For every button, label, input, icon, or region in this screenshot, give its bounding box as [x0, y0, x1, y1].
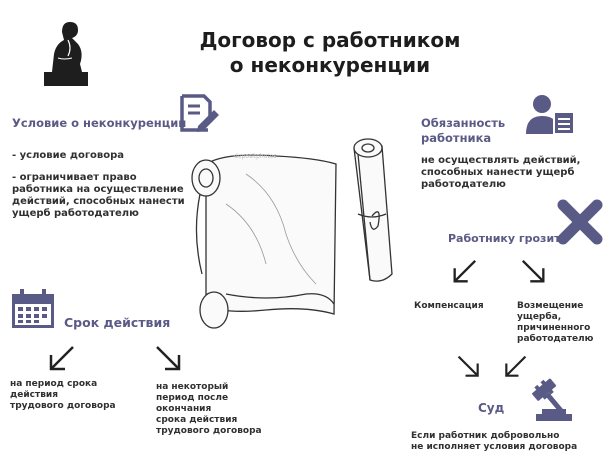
- court-heading: Суд: [478, 401, 505, 415]
- threat-damages-line: Возмещение: [517, 301, 584, 311]
- threat-damages-line: ущерба,: [517, 312, 562, 322]
- term-heading: Срок действия: [64, 315, 171, 330]
- noncompete-item-2-line: действий, способных нанести: [12, 196, 185, 207]
- arrow-down-left-icon: [49, 346, 74, 371]
- calendar-icon: [12, 289, 54, 328]
- thinker-statue-icon: [44, 22, 88, 86]
- term-option-2-line: срока действия: [156, 415, 238, 425]
- court-note-line: не исполняет условия договора: [411, 442, 578, 452]
- cross-icon: [557, 199, 603, 245]
- term-option-1-line: на период срока: [10, 379, 98, 389]
- duty-heading: Обязанность работника: [421, 116, 505, 146]
- scroll-illustration: depositphotos: [191, 138, 393, 329]
- term-option-2-line: трудового договора: [156, 426, 262, 436]
- threat-damages-line: причиненного: [517, 323, 591, 333]
- term-option-2-line: период после: [156, 393, 229, 403]
- arrow-down-right-icon: [457, 355, 479, 377]
- duty-text-line: способных нанести ущерб: [421, 167, 575, 178]
- term-option-1: на период срока действия трудового догов…: [10, 379, 116, 412]
- term-option-2-line: на некоторый: [156, 382, 229, 392]
- duty-text-line: работодателю: [421, 179, 506, 190]
- court-note-line: Если работник добровольно: [411, 431, 560, 441]
- noncompete-item-2-line: работника на осуществление: [12, 184, 184, 195]
- title-line-1: Договор с работником: [199, 28, 461, 52]
- arrow-down-right-icon: [521, 259, 545, 283]
- term-option-2: на некоторый период после окончания срок…: [156, 382, 262, 437]
- term-option-1-line: трудового договора: [10, 401, 116, 411]
- duty-text-line: не осуществлять действий,: [421, 155, 581, 166]
- noncompete-item-1: - условие договора: [12, 150, 125, 161]
- duty-heading-line: работника: [421, 131, 492, 145]
- threat-damages-line: работодателю: [517, 334, 594, 344]
- duty-heading-line: Обязанность: [421, 116, 506, 130]
- user-document-icon: [526, 95, 575, 135]
- threat-compensation: Компенсация: [414, 301, 484, 311]
- noncompete-heading: Условие о неконкуренции: [12, 116, 187, 130]
- noncompete-item-2-line: ущерб работодателю: [12, 208, 139, 219]
- arrow-down-left-icon: [505, 355, 527, 377]
- gavel-icon: [532, 378, 572, 421]
- arrow-down-left-icon: [453, 259, 477, 283]
- threat-heading: Работнику грозит: [448, 232, 561, 245]
- page-title: Договор с работником о неконкуренции: [160, 28, 500, 78]
- term-option-1-line: действия: [10, 390, 59, 400]
- noncompete-item-2-line: - ограничивает право: [12, 172, 137, 183]
- duty-text: не осуществлять действий, способных нане…: [421, 155, 580, 191]
- court-note: Если работник добровольно не исполняет у…: [411, 431, 577, 453]
- document-edit-icon: [180, 94, 219, 132]
- noncompete-item-2: - ограничивает право работника на осущес…: [12, 172, 185, 220]
- title-line-2: о неконкуренции: [229, 53, 431, 77]
- arrow-down-right-icon: [156, 346, 181, 371]
- watermark-text: depositphotos: [234, 153, 277, 160]
- threat-damages: Возмещение ущерба, причиненного работода…: [517, 301, 593, 345]
- term-option-2-line: окончания: [156, 404, 212, 414]
